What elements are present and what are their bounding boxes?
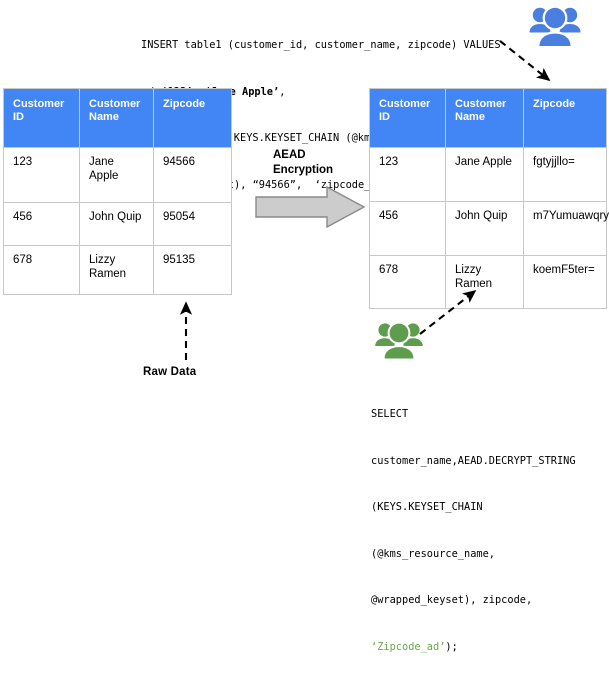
insert-sql-line-2-suffix: , xyxy=(279,85,286,98)
diagram-canvas: INSERT table1 (customer_id, customer_nam… xyxy=(3,2,609,653)
select-sql-literal-zipcode-ad: ‘Zipcode_ad’ xyxy=(371,640,446,653)
cell-customer-id: 456 xyxy=(3,202,80,246)
table-row: 123 Jane Apple fgtyjjllo= xyxy=(369,147,607,202)
select-sql-line-3: (KEYS.KEYSET_CHAIN xyxy=(371,501,483,513)
table-row: 456 John Quip m7Yumuawqry xyxy=(369,201,609,256)
table-row: 123 Jane Apple 94566 xyxy=(3,147,232,203)
table-row: 678 Lizzy Ramen koemF5ter= xyxy=(369,255,607,309)
column-header-zipcode: Zipcode xyxy=(523,88,607,148)
raw-data-label: Raw Data xyxy=(143,366,197,378)
table-row: 678 Lizzy Ramen 95135 xyxy=(3,245,232,295)
select-sql-line-1: SELECT xyxy=(371,408,409,420)
table-header-row: Customer ID Customer Name Zipcode xyxy=(3,88,232,148)
select-sql-line-4: (@kms_resource_name, xyxy=(371,547,495,560)
cell-zipcode: koemF5ter= xyxy=(523,255,607,309)
select-sql-line-2: customer_name,AEAD.DECRYPT_STRING xyxy=(371,454,576,467)
cell-customer-id: 678 xyxy=(3,245,80,295)
cell-customer-id: 678 xyxy=(369,255,446,309)
table-row: 456 John Quip 95054 xyxy=(3,202,232,246)
cell-customer-id: 123 xyxy=(3,147,80,203)
aead-encryption-label: AEAD Encryption xyxy=(273,149,334,176)
encrypted-customer-table: Customer ID Customer Name Zipcode 123 Ja… xyxy=(369,88,609,309)
column-header-customer-name: Customer Name xyxy=(79,88,154,148)
cell-customer-id: 456 xyxy=(369,201,446,256)
column-header-customer-id: Customer ID xyxy=(369,88,446,148)
cell-customer-name: John Quip xyxy=(79,202,154,246)
table-header-row: Customer ID Customer Name Zipcode xyxy=(369,88,607,148)
cell-zipcode: fgtyjjllo= xyxy=(523,147,607,202)
column-header-customer-name: Customer Name xyxy=(445,88,524,148)
cell-customer-name: Lizzy Ramen xyxy=(79,245,154,295)
cell-customer-name: John Quip xyxy=(445,201,524,256)
cell-customer-id: 123 xyxy=(369,147,446,202)
column-header-customer-id: Customer ID xyxy=(3,88,80,148)
select-sql-line-6-suffix: ); xyxy=(445,640,458,653)
cell-zipcode: 95135 xyxy=(153,245,232,295)
select-sql-line-6: ‘Zipcode_ad’); xyxy=(371,640,576,656)
select-sql-line-5: @wrapped_keyset), zipcode, xyxy=(371,594,533,606)
people-group-icon xyxy=(374,318,424,360)
plaintext-customer-table: Customer ID Customer Name Zipcode 123 Ja… xyxy=(3,88,232,295)
cell-customer-name: Lizzy Ramen xyxy=(445,255,524,309)
cell-customer-name: Jane Apple xyxy=(445,147,524,202)
column-header-zipcode: Zipcode xyxy=(153,88,232,148)
insert-sql-line-1: INSERT table1 (customer_id, customer_nam… xyxy=(141,39,501,51)
cell-zipcode: m7Yumuawqry xyxy=(523,201,609,256)
cell-zipcode: 95054 xyxy=(153,202,232,246)
right-block-arrow-icon xyxy=(255,185,366,229)
select-sql-statement: SELECT customer_name,AEAD.DECRYPT_STRING… xyxy=(371,376,576,686)
cell-zipcode: 94566 xyxy=(153,147,232,203)
cell-customer-name: Jane Apple xyxy=(79,147,154,203)
people-group-icon xyxy=(528,2,582,48)
